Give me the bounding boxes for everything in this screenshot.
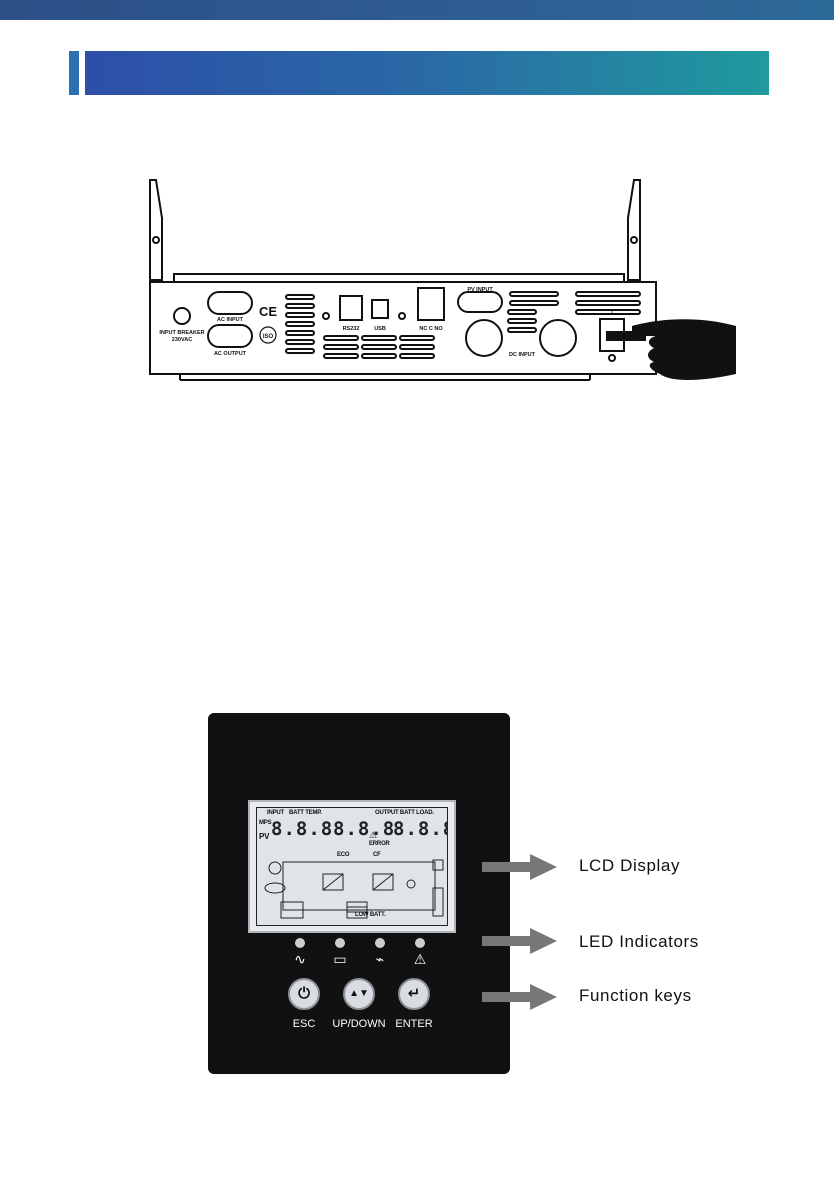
lcd-mid-digits: 8.8.8 [333, 818, 395, 840]
lcd-batt-temp-label: BATT TEMP. [289, 810, 322, 816]
input-breaker-knob [174, 308, 190, 324]
input-breaker-label: INPUT BREAKER [159, 330, 204, 336]
ac-input-label: AC INPUT [217, 317, 244, 323]
pv-input-socket [458, 292, 502, 312]
lcd-screen: INPUT BATT TEMP. OUTPUT BATT LOAD. MPS P… [256, 807, 448, 926]
rear-panel-illustration: INPUT BREAKER 230VAC AC INPUT AC OUTPUT … [140, 178, 740, 388]
lcd-pv-label: PV [259, 832, 269, 841]
section-marker [69, 51, 79, 95]
lcd-error-label: ERROR [369, 841, 390, 847]
iso-mark: ISO [263, 334, 274, 340]
lcd-flow-diagram [261, 858, 447, 922]
lcd-sun-icon [269, 862, 281, 874]
lcd-low-batt-label: LOW BATT. [355, 912, 385, 918]
rs232-port [340, 296, 362, 320]
esc-key[interactable]: ⏻ [288, 978, 320, 1010]
dc-input-label: DC INPUT [509, 352, 536, 358]
left-bracket [150, 180, 162, 280]
led-arrow-icon [482, 926, 557, 956]
ac-wave-icon: ∿ [290, 951, 310, 968]
right-bracket [628, 180, 640, 280]
enter-key-label: ENTER [374, 1018, 454, 1030]
ac-output-label: AC OUTPUT [214, 351, 247, 357]
function-keys-callout: Function keys [579, 986, 692, 1006]
input-breaker-rating: 230VAC [172, 337, 192, 343]
battery-icon: ▭ [330, 951, 350, 968]
lcd-input-label: INPUT [267, 810, 284, 816]
keys-arrow-icon [482, 982, 557, 1012]
charge-icon: ⌁ [370, 951, 390, 968]
led-battery-status [335, 938, 345, 948]
lcd-output-digits: 8.8.8 [393, 818, 448, 840]
warning-icon: ⚠ [369, 830, 377, 841]
hand-icon [632, 319, 736, 380]
lcd-arrow-icon [482, 852, 557, 882]
lcd-output-label: OUTPUT BATT LOAD. [375, 810, 434, 816]
led-fault-status [415, 938, 425, 948]
led-indicators-callout: LED Indicators [579, 932, 699, 952]
page-header-bar [0, 0, 834, 20]
warning-icon: ⚠ [410, 951, 430, 968]
front-control-panel: INPUT BATT TEMP. OUTPUT BATT LOAD. MPS P… [208, 713, 510, 1074]
switch-on-mark: I [611, 309, 613, 316]
lcd-input-digits: 8.8.8 [271, 818, 333, 840]
up-down-key[interactable]: ▲▼ [343, 978, 375, 1010]
ce-mark: CE [259, 304, 277, 319]
lcd-display-frame: INPUT BATT TEMP. OUTPUT BATT LOAD. MPS P… [248, 800, 456, 933]
relay-label: NC C NO [419, 326, 443, 332]
led-ac-status [295, 938, 305, 948]
section-title-banner [85, 51, 769, 95]
lcd-mps-label: MPS [259, 820, 271, 826]
pv-input-label: PV INPUT [467, 287, 493, 293]
dc-input-positive [540, 320, 576, 356]
relay-terminal [418, 288, 444, 320]
dc-input-negative [466, 320, 502, 356]
lcd-display-callout: LCD Display [579, 856, 680, 876]
rs232-label: RS232 [343, 326, 360, 332]
usb-label: USB [374, 326, 386, 332]
ac-input-socket [208, 292, 252, 314]
led-charging-status [375, 938, 385, 948]
enter-key[interactable]: ↵ [398, 978, 430, 1010]
lcd-bulb-icon [407, 880, 415, 888]
ac-output-socket [208, 325, 252, 347]
usb-port [372, 300, 388, 318]
